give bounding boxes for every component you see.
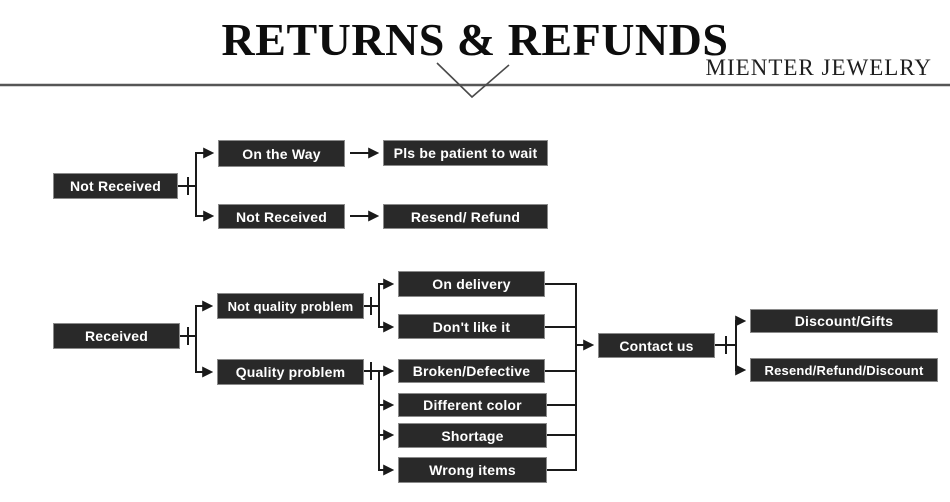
flow-node-quality-problem: Quality problem bbox=[217, 359, 364, 385]
flow-node-on-the-way: On the Way bbox=[218, 140, 345, 167]
contact-us-branch-connectors bbox=[715, 315, 747, 376]
flow-node-shortage: Shortage bbox=[398, 423, 547, 448]
not-quality-problem-connectors bbox=[364, 278, 395, 333]
flow-node-on-delivery: On delivery bbox=[398, 271, 545, 297]
flow-node-different-color: Different color bbox=[398, 393, 547, 417]
flow-node-wrong-items: Wrong items bbox=[398, 457, 547, 483]
flow-node-pls-be-patient: Pls be patient to wait bbox=[383, 140, 548, 166]
flow-node-contact-us: Contact us bbox=[598, 333, 715, 358]
received-branch-connectors bbox=[180, 300, 214, 378]
header-chevron-icon bbox=[436, 62, 510, 99]
flow-node-discount-gifts: Discount/Gifts bbox=[750, 309, 938, 333]
brand-name: MIENTER JEWELRY bbox=[705, 55, 932, 80]
flow-node-received-root: Received bbox=[53, 323, 180, 349]
flow-node-resend-refund-discount: Resend/Refund/Discount bbox=[750, 358, 938, 382]
flow-node-not-received-case: Not Received bbox=[218, 204, 345, 229]
flow-node-broken-defective: Broken/Defective bbox=[398, 359, 545, 383]
flow-node-dont-like-it: Don't like it bbox=[398, 314, 545, 339]
flow-node-resend-refund: Resend/ Refund bbox=[383, 204, 548, 229]
not-received-branch-connectors bbox=[178, 147, 380, 222]
quality-problem-connectors bbox=[364, 362, 395, 476]
page-title: RETURNS & REFUNDS bbox=[221, 14, 729, 65]
flow-node-not-quality-problem: Not quality problem bbox=[217, 293, 364, 319]
contact-us-collector-connectors bbox=[545, 283, 595, 471]
flow-node-not-received-root: Not Received bbox=[53, 173, 178, 199]
